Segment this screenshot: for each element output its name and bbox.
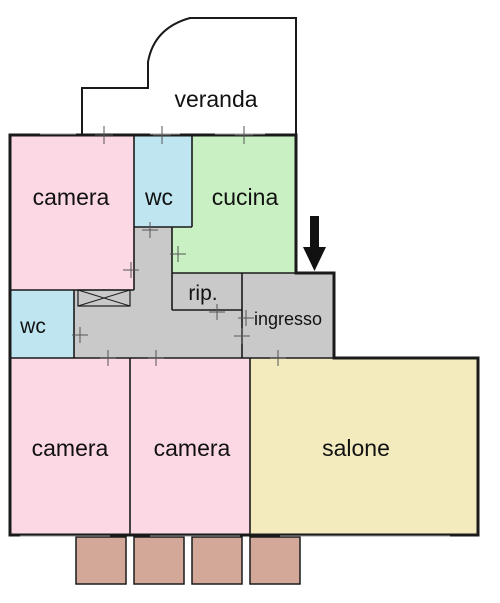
balcony-4 (249, 536, 301, 585)
camera-bottom-mid-label: camera (154, 435, 231, 461)
veranda-label: veranda (174, 86, 257, 112)
camera-bottom-left-room (10, 358, 130, 535)
wc-left-room (10, 290, 74, 358)
cucina-room (172, 135, 296, 273)
wc-left-label: wc (19, 315, 46, 338)
cucina-label: cucina (212, 184, 279, 210)
camera-top-room (10, 135, 134, 290)
door-markers (72, 126, 286, 366)
veranda-area (81, 17, 297, 136)
salone-label: salone (322, 435, 390, 461)
balcony-1 (75, 536, 127, 585)
wc-top-room (134, 135, 192, 227)
window-marks (20, 133, 450, 537)
camera-bottom-mid-room (130, 358, 250, 535)
camera-top-label: camera (33, 184, 110, 210)
ingresso-room (242, 273, 334, 358)
balcony-3 (191, 536, 243, 585)
rip-closet (172, 273, 242, 310)
entrance-arrow-icon (303, 216, 326, 271)
corridor-area (74, 227, 242, 358)
salone-room (250, 358, 478, 535)
camera-bottom-left-label: camera (32, 435, 109, 461)
balcony-2 (133, 536, 185, 585)
ingresso-label: ingresso (254, 309, 322, 329)
wc-top-label: wc (144, 184, 173, 210)
rip-label: rip. (188, 282, 217, 305)
